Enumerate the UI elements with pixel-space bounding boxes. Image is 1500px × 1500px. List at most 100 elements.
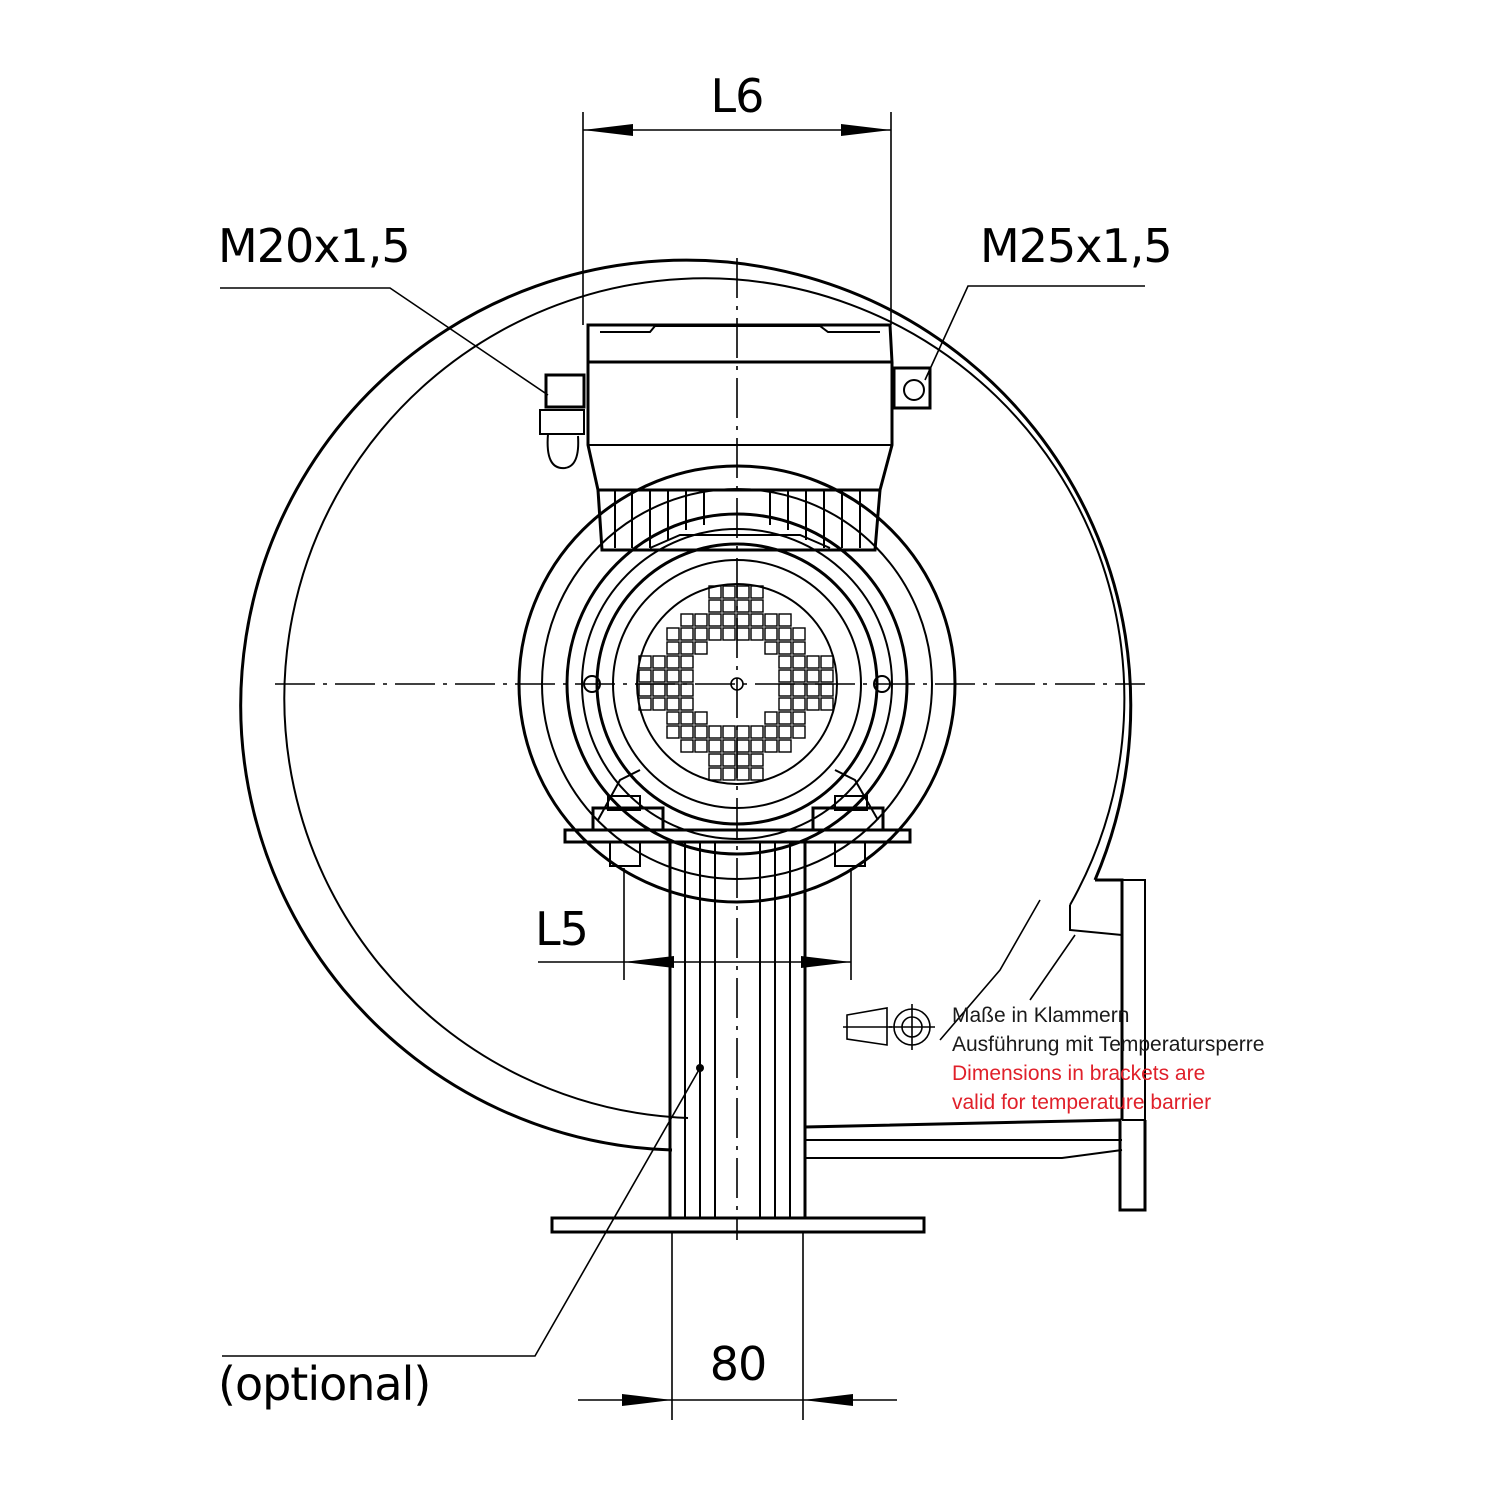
grille-cell bbox=[652, 697, 666, 711]
grille-cell bbox=[778, 613, 792, 627]
label-l5: L5 bbox=[535, 902, 588, 956]
grille-cell bbox=[708, 739, 722, 753]
grille-cell bbox=[680, 739, 694, 753]
label-80: 80 bbox=[710, 1337, 767, 1391]
label-l6: L6 bbox=[711, 69, 764, 123]
first-angle-projection-icon bbox=[843, 1004, 935, 1050]
grille-cell bbox=[750, 767, 764, 781]
grille-cell bbox=[680, 697, 694, 711]
grille-cell bbox=[652, 683, 666, 697]
grille-cell bbox=[736, 767, 750, 781]
cable-gland-left bbox=[539, 373, 586, 470]
grille-cell bbox=[820, 669, 834, 683]
grille-cell bbox=[680, 711, 694, 725]
grille-cell bbox=[680, 669, 694, 683]
grille-cell bbox=[722, 613, 736, 627]
grille-cell bbox=[694, 739, 708, 753]
grille-cell bbox=[638, 697, 652, 711]
grille-cell bbox=[750, 739, 764, 753]
grille-cell bbox=[750, 753, 764, 767]
note-de-line2: Ausführung mit Temperatursperre bbox=[952, 1033, 1264, 1056]
grille-cell bbox=[806, 669, 820, 683]
grille-cell bbox=[750, 599, 764, 613]
grille-cell bbox=[722, 725, 736, 739]
dimension-l6: L6 bbox=[582, 69, 892, 325]
grille-cell bbox=[736, 725, 750, 739]
support-stand bbox=[550, 842, 926, 1234]
grille-cell bbox=[778, 641, 792, 655]
label-m25: M25x1,5 bbox=[980, 219, 1172, 273]
grille-cell bbox=[708, 627, 722, 641]
dimension-80: 80 bbox=[578, 1232, 897, 1420]
grille-cell bbox=[722, 753, 736, 767]
grille-cell bbox=[764, 627, 778, 641]
grille-cell bbox=[778, 739, 792, 753]
grille-cell bbox=[638, 669, 652, 683]
grille-cell bbox=[666, 655, 680, 669]
grille-cell bbox=[792, 711, 806, 725]
grille-cell bbox=[778, 697, 792, 711]
grille-cell bbox=[736, 739, 750, 753]
grille-cell bbox=[666, 669, 680, 683]
grille-cell bbox=[806, 655, 820, 669]
note-en-line2: valid for temperature barrier bbox=[952, 1091, 1211, 1114]
volute-housing bbox=[239, 258, 1147, 1212]
grille-cell bbox=[708, 767, 722, 781]
callout-optional: (optional) bbox=[218, 1064, 704, 1411]
grille-cell bbox=[666, 627, 680, 641]
grille-cell bbox=[708, 613, 722, 627]
grille-cell bbox=[778, 669, 792, 683]
note-en-line1: Dimensions in brackets are bbox=[952, 1062, 1205, 1085]
grille-cell bbox=[708, 599, 722, 613]
callout-m25: M25x1,5 bbox=[924, 219, 1173, 381]
grille-cell bbox=[638, 655, 652, 669]
grille-cell bbox=[792, 627, 806, 641]
grille-cell bbox=[652, 655, 666, 669]
grille-cell bbox=[764, 711, 778, 725]
grille-cell bbox=[708, 585, 722, 599]
grille-cell bbox=[666, 641, 680, 655]
grille-cell bbox=[680, 683, 694, 697]
grille-cell bbox=[736, 585, 750, 599]
grille-cell bbox=[722, 599, 736, 613]
grille-cell bbox=[750, 627, 764, 641]
grille-cell bbox=[666, 711, 680, 725]
grille-cell bbox=[820, 697, 834, 711]
cable-gland-right bbox=[892, 366, 932, 410]
grille-cell bbox=[708, 725, 722, 739]
grille-cell bbox=[820, 655, 834, 669]
grille-cell bbox=[792, 669, 806, 683]
grille-cell bbox=[764, 739, 778, 753]
grille-cell bbox=[778, 627, 792, 641]
grille-cell bbox=[778, 711, 792, 725]
grille-cell bbox=[792, 683, 806, 697]
grille-cell bbox=[694, 627, 708, 641]
grille-cell bbox=[652, 669, 666, 683]
grille-cell bbox=[750, 613, 764, 627]
grille-cell bbox=[778, 655, 792, 669]
grille-cell bbox=[736, 613, 750, 627]
grille-cell bbox=[694, 641, 708, 655]
grille-cell bbox=[750, 585, 764, 599]
motor-foot bbox=[563, 769, 912, 867]
grille-cell bbox=[736, 753, 750, 767]
grille-cell bbox=[736, 627, 750, 641]
terminal-box bbox=[586, 323, 894, 552]
grille-cell bbox=[792, 641, 806, 655]
grille-cell bbox=[680, 613, 694, 627]
fan-grille bbox=[638, 585, 834, 781]
grille-cell bbox=[792, 655, 806, 669]
callout-m20: M20x1,5 bbox=[218, 219, 549, 396]
grille-cell bbox=[694, 613, 708, 627]
grille-cell bbox=[722, 767, 736, 781]
grille-cell bbox=[778, 683, 792, 697]
grille-cell bbox=[792, 725, 806, 739]
grille-cell bbox=[680, 655, 694, 669]
grille-cell bbox=[666, 697, 680, 711]
grille-cell bbox=[666, 683, 680, 697]
center-lines bbox=[275, 258, 1145, 1240]
grille-cell bbox=[806, 697, 820, 711]
grille-cell bbox=[722, 585, 736, 599]
grille-cell bbox=[680, 641, 694, 655]
